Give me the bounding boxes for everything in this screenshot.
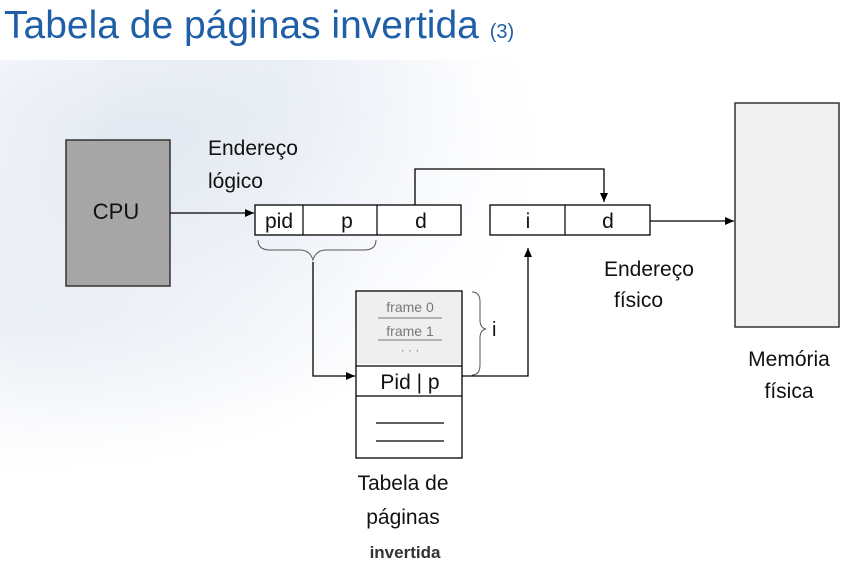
table-row-frame1: frame 1: [386, 323, 434, 339]
cpu-label: CPU: [93, 199, 139, 224]
physical-address-box: i d: [489, 204, 651, 236]
slide-title: Tabela de páginas invertida (3): [4, 4, 514, 48]
lookup-arrow: [312, 262, 355, 380]
physical-i: i: [526, 210, 531, 233]
table-row-pid-p: Pid | p: [380, 371, 439, 394]
pid-p-brace: [257, 239, 377, 262]
table-caption-line2: páginas: [366, 506, 440, 529]
logical-pid: pid: [265, 210, 293, 233]
logical-p: p: [341, 210, 353, 233]
logical-address-label-line2: lógico: [208, 170, 263, 193]
index-label: i: [492, 319, 496, 341]
physical-address-label-line1: Endereço: [604, 258, 694, 281]
table-row-frame0: frame 0: [386, 299, 434, 315]
logical-address-box: pid p d: [254, 204, 462, 236]
table-caption-line1: Tabela de: [357, 472, 448, 495]
memory-label-line2: física: [764, 380, 813, 403]
cpu-box: CPU: [65, 139, 171, 287]
offset-copy-arrow: [414, 168, 608, 205]
index-brace: [471, 291, 487, 376]
physical-d: d: [602, 210, 614, 233]
physical-address-label-line2: físico: [614, 289, 663, 312]
logical-address-label-line1: Endereço: [208, 137, 298, 160]
memory-label-line1: Memória: [748, 348, 830, 371]
title-suffix: (3): [489, 21, 515, 43]
inverted-page-table: frame 0 frame 1 · · · Pid | p: [355, 290, 463, 459]
table-dots: · · ·: [401, 343, 420, 357]
frame-index-arrow: [462, 248, 532, 377]
logical-d: d: [415, 210, 427, 233]
table-caption-line3: invertida: [370, 543, 441, 562]
physical-memory-box: [734, 102, 840, 328]
title-text: Tabela de páginas invertida: [4, 4, 479, 47]
